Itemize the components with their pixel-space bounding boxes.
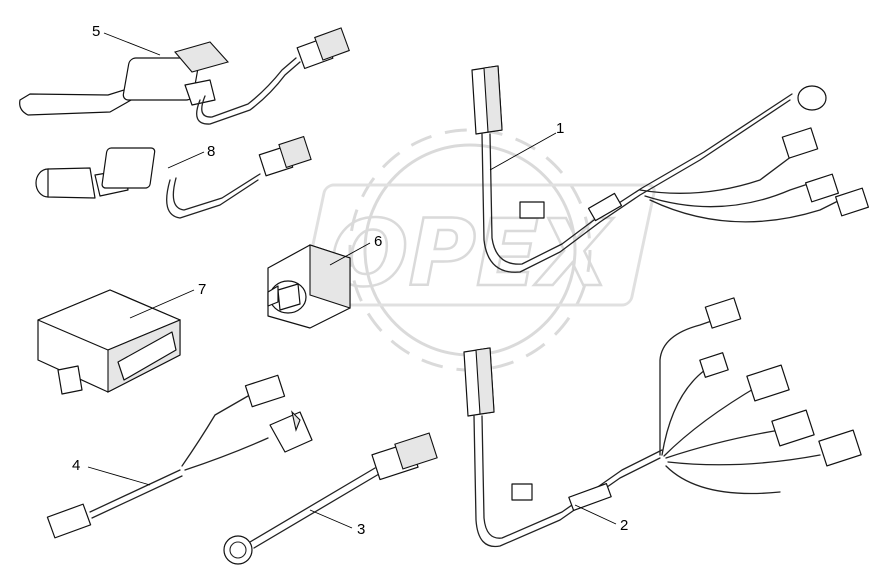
callout-8: 8 [207,143,215,160]
part-8-light-switch [35,135,312,219]
part-1-main-harness [471,65,870,273]
leader-line-3 [309,509,353,529]
part-3-round-connector-harness [223,432,438,565]
leader-line-4 [87,466,151,486]
callout-6: 6 [374,233,382,250]
callout-5: 5 [92,23,100,40]
leader-line-2 [574,504,617,525]
callout-4: 4 [72,457,80,474]
part-7-control-module [37,289,181,395]
callout-7: 7 [198,281,206,298]
part-2-main-harness [463,297,862,548]
leader-line-6 [329,242,371,266]
leader-line-5 [103,32,161,56]
leader-line-1 [489,132,557,171]
callout-1: 1 [556,120,564,137]
watermark-text: OPEX [330,200,613,307]
part-5-stalk-switch [19,27,350,125]
part-4-y-harness [46,374,313,539]
callout-3: 3 [357,521,365,538]
leader-line-7 [129,289,195,319]
watermark-logo: OPEX [300,128,656,372]
leader-line-8 [167,151,205,169]
callout-2: 2 [620,517,628,534]
part-6-selector-switch [267,244,351,329]
